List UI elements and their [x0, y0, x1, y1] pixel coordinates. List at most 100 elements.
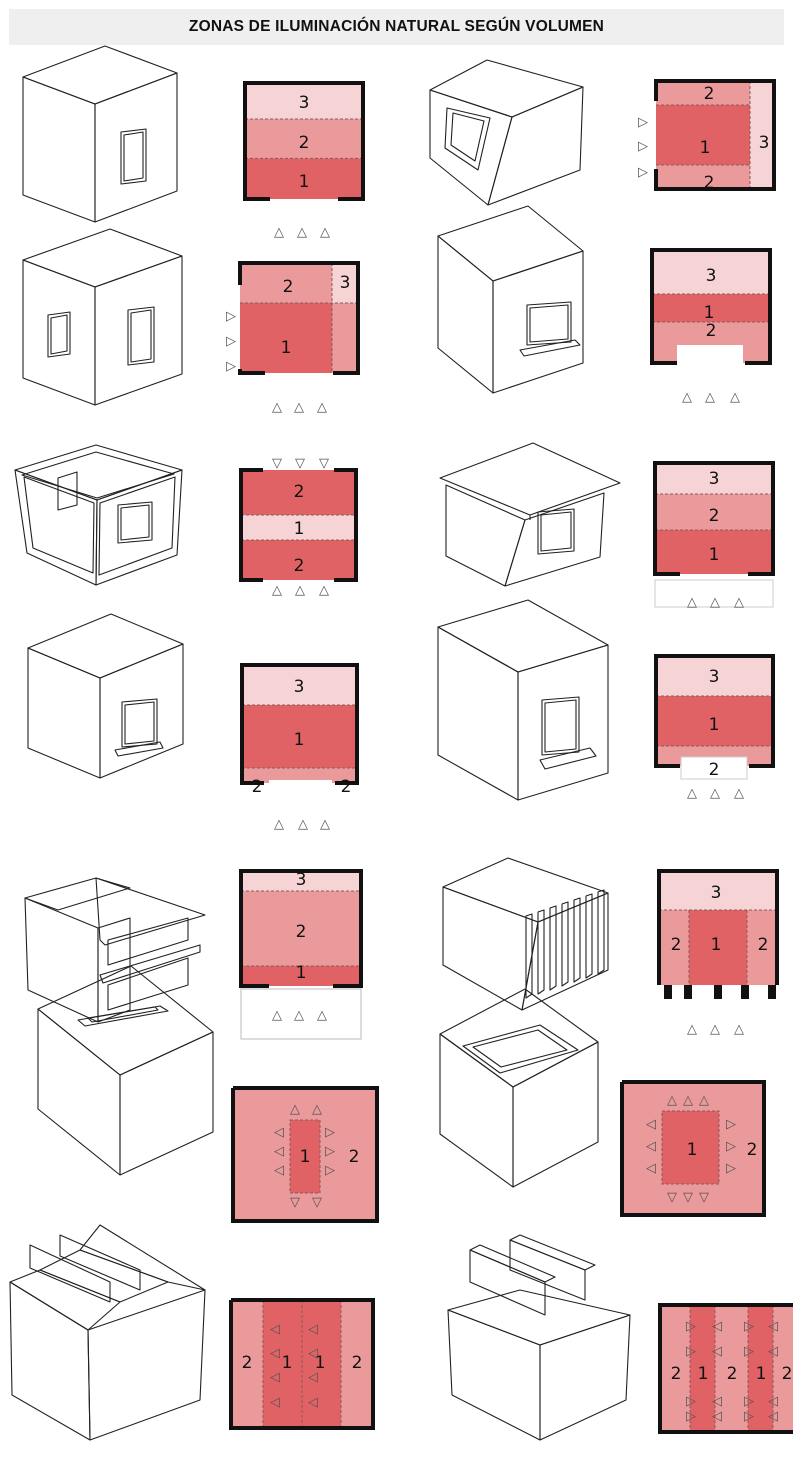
cube-top-face	[438, 600, 608, 672]
plan-single-window: 321△△△	[245, 83, 363, 240]
plan-double-shelves: 321△△△	[241, 870, 361, 1039]
cube-left-face	[38, 1009, 120, 1175]
volume-two-windows	[23, 229, 182, 405]
light-arrow-up: △	[297, 225, 307, 240]
zone-label: 2	[747, 1140, 758, 1160]
window-reveal	[131, 310, 151, 362]
light-arrow-left: ◁	[308, 1395, 318, 1410]
zone-label: 3	[294, 677, 305, 697]
zone-label: 1	[687, 1140, 698, 1160]
cube-right-face	[488, 87, 583, 205]
cube-top-face	[443, 858, 608, 922]
volume-vertical-fins	[443, 858, 608, 1010]
light-arrow-down: ▽	[667, 1190, 677, 1205]
cube-right-face	[540, 1315, 630, 1440]
zone-label: 1	[281, 338, 292, 358]
monitor-block	[510, 1240, 585, 1300]
light-arrow-down: ▽	[272, 456, 282, 471]
fin-section	[768, 985, 776, 999]
monitor-cap	[470, 1245, 555, 1282]
zone-label: 3	[709, 469, 720, 489]
light-arrow-up: △	[274, 817, 284, 832]
zone-label: 1	[709, 715, 720, 735]
vertical-fin	[598, 890, 604, 974]
cube-left-face	[15, 470, 97, 585]
cube-right-face	[95, 73, 177, 222]
zone-label: 2	[283, 277, 294, 297]
volume-shelf-interior	[28, 614, 183, 778]
cube-left-face	[28, 648, 100, 778]
light-arrow-up: △	[272, 400, 282, 415]
light-arrow-up: △	[687, 786, 697, 801]
light-arrow-up: △	[687, 595, 697, 610]
light-arrow-left: ◁	[768, 1319, 778, 1334]
skylight-reveal	[473, 1030, 567, 1067]
light-arrow-right: ▷	[638, 165, 648, 180]
light-arrow-right: ▷	[686, 1319, 696, 1334]
zone-label: 3	[759, 133, 770, 153]
upper-shelf	[96, 878, 205, 945]
zone-label: 2	[296, 922, 307, 942]
window-opening	[121, 129, 146, 184]
window-reveal	[125, 702, 154, 744]
fin-section	[684, 985, 692, 999]
cube-top-inner	[22, 452, 174, 498]
cube-left-face	[446, 485, 525, 586]
light-arrow-up: △	[317, 400, 327, 415]
plan-window-with-ledge: 312△△△	[652, 250, 770, 405]
vertical-fin	[550, 906, 556, 990]
plan-opposite-windows: 212▽▽▽△△△	[241, 456, 356, 598]
light-arrow-right: ▷	[226, 334, 236, 349]
plan-overhang: 321△△△	[655, 463, 773, 610]
window-opening	[527, 302, 571, 345]
light-arrow-left: ◁	[712, 1394, 722, 1409]
zone-label: 3	[706, 266, 717, 286]
light-arrow-left: ◁	[274, 1125, 284, 1140]
light-arrow-down: ▽	[319, 456, 329, 471]
zone-label: 1	[698, 1364, 709, 1384]
light-arrow-left: ◁	[270, 1370, 280, 1385]
zone-label: 3	[709, 667, 720, 687]
zone-label: 1	[704, 303, 715, 323]
cube-right-face	[95, 256, 182, 405]
cube-left-face	[25, 898, 98, 1022]
light-arrow-left: ◁	[274, 1144, 284, 1159]
light-arrow-right: ▷	[325, 1144, 335, 1159]
light-arrow-up: △	[734, 786, 744, 801]
light-arrow-left: ◁	[308, 1370, 318, 1385]
upper-window	[108, 918, 188, 965]
vertical-fin	[586, 894, 592, 978]
plan-skylight-strip: 12△△◁◁◁▷▷▷▽▽	[233, 1088, 377, 1221]
sawtooth-glazing	[60, 1235, 140, 1290]
vertical-fin	[574, 898, 580, 982]
light-arrow-left: ◁	[712, 1319, 722, 1334]
cube-top-face	[448, 1290, 630, 1345]
light-arrow-up: △	[710, 1022, 720, 1037]
light-arrow-up: △	[705, 390, 715, 405]
zone-label: 2	[349, 1147, 360, 1167]
zone-label: 2	[671, 935, 682, 955]
skylight-opening	[463, 1025, 578, 1073]
light-arrow-left: ◁	[768, 1344, 778, 1359]
plan-side-window: 2123▷▷▷	[638, 81, 774, 193]
zone-label: 2	[727, 1364, 738, 1384]
light-arrow-up: △	[320, 225, 330, 240]
glass-left	[24, 477, 94, 573]
light-arrow-up: △	[683, 1093, 693, 1108]
monitor-block	[470, 1250, 545, 1315]
cube-left-face	[438, 627, 518, 800]
zone-label: 2	[709, 760, 720, 780]
lower-shelf	[100, 945, 200, 983]
volume-skylight-square	[440, 989, 598, 1187]
vertical-fin	[538, 910, 544, 994]
ledge-opening	[677, 345, 743, 363]
light-arrow-right: ▷	[226, 359, 236, 374]
light-arrow-right: ▷	[686, 1394, 696, 1409]
zone-label: 2	[294, 482, 305, 502]
window-reveal	[121, 505, 149, 540]
volume-overhang	[440, 443, 620, 586]
light-arrow-up: △	[687, 1022, 697, 1037]
zone-label: 1	[294, 730, 305, 750]
cube-left-face	[430, 90, 512, 205]
